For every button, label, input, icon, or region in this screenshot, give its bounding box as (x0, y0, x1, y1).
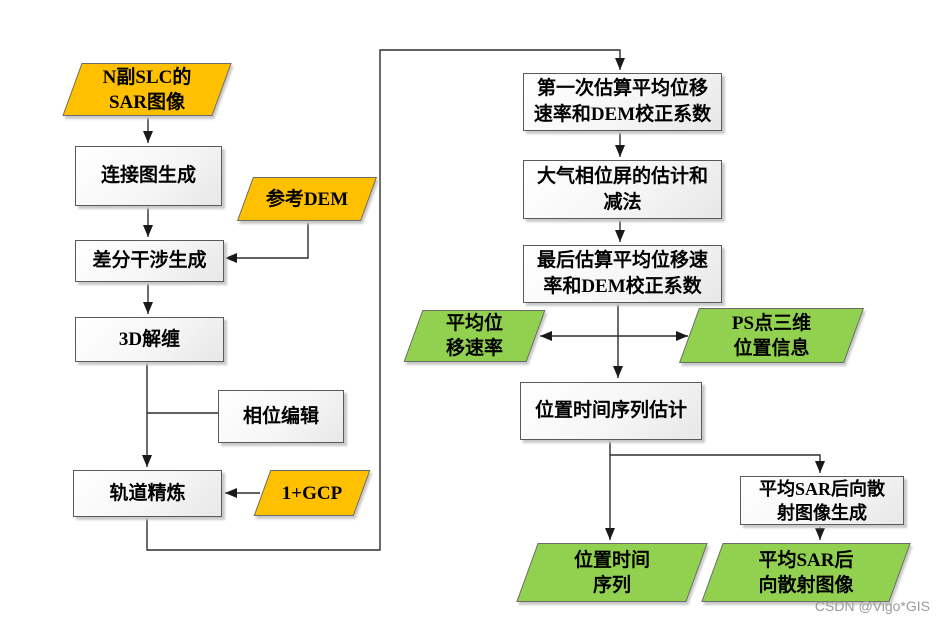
node-label: 1+GCP (281, 482, 343, 504)
node-mean-sar-backscatter-image-output: 平均SAR后 向散射图像 (701, 543, 911, 602)
node-label: 大气相位屏的估计和 减法 (536, 165, 708, 213)
node-position-time-series-output: 位置时间 序列 (516, 543, 708, 602)
node-label: N副SLC的 SAR图像 (102, 66, 192, 113)
node-first-estimation: 第一次估算平均位移 速率和DEM校正系数 (523, 73, 722, 131)
node-label: 平均SAR后向散 射图像生成 (758, 478, 885, 523)
node-ps-3d-position-info: PS点三维 位置信息 (678, 308, 865, 363)
node-orbit-refinement: 轨道精炼 (73, 470, 222, 517)
node-label: 平均位 移速率 (445, 313, 503, 359)
node-connection-graph-generation: 连接图生成 (75, 146, 222, 206)
node-final-estimation: 最后估算平均位移速 率和DEM校正系数 (523, 245, 722, 303)
node-mean-sar-backscatter-generation: 平均SAR后向散 射图像生成 (740, 476, 904, 525)
node-label: 平均SAR后 向散射图像 (758, 549, 854, 596)
connector (610, 454, 825, 473)
node-label: 参考DEM (265, 188, 349, 210)
node-atmospheric-phase-screen: 大气相位屏的估计和 减法 (523, 160, 722, 219)
node-mean-displacement-velocity: 平均位 移速率 (403, 310, 546, 362)
node-label: 相位编辑 (242, 405, 319, 427)
node-differential-interferogram-generation: 差分干涉生成 (75, 240, 224, 282)
node-label: 轨道精炼 (109, 482, 186, 504)
node-label: 位置时间 序列 (573, 549, 650, 596)
node-slc-sar-images: N副SLC的 SAR图像 (62, 63, 232, 116)
node-label: 连接图生成 (100, 165, 196, 186)
node-label: 位置时间序列估计 (534, 400, 687, 421)
node-3d-unwrapping: 3D解缠 (75, 317, 224, 362)
connector (146, 49, 625, 551)
node-position-time-series-estimation: 位置时间序列估计 (520, 382, 702, 440)
connector (225, 221, 309, 263)
node-reference-dem: 参考DEM (236, 177, 378, 221)
watermark: CSDN @Vigo*GIS (814, 598, 930, 614)
node-label: 差分干涉生成 (92, 250, 207, 271)
node-label: 3D解缠 (118, 328, 181, 350)
node-label: 第一次估算平均位移 速率和DEM校正系数 (533, 78, 712, 125)
node-label: PS点三维 位置信息 (731, 312, 812, 359)
node-label: 最后估算平均位移速 率和DEM校正系数 (536, 250, 708, 297)
node-phase-editing: 相位编辑 (218, 390, 344, 443)
node-gcp-input: 1+GCP (253, 470, 371, 516)
